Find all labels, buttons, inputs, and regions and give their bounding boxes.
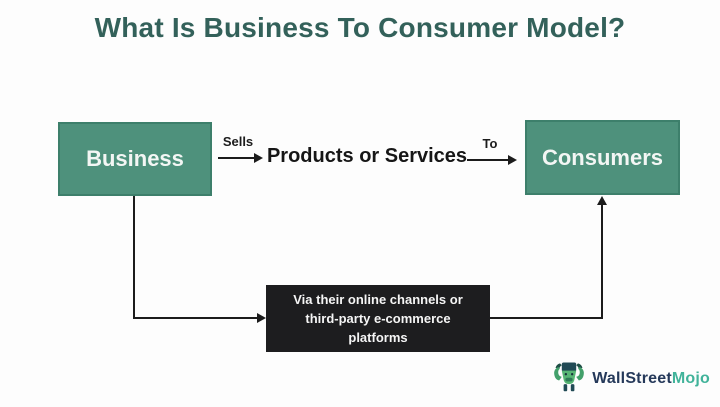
consumers-node-label: Consumers <box>541 144 664 170</box>
to-arrow-line <box>467 159 509 161</box>
channel-node-line3: platforms <box>348 330 408 345</box>
consumers-node: Consumers <box>525 120 680 195</box>
consumers-up-connector-line <box>601 204 603 319</box>
sells-arrow-label: Sells <box>222 134 254 149</box>
business-node-label: Business <box>86 146 184 171</box>
consumers-arrowhead-icon <box>597 196 607 205</box>
channel-arrowhead-icon <box>257 313 266 323</box>
sells-arrow-line <box>218 157 255 159</box>
wallstreetmojo-logo: WallStreetMojo <box>551 358 710 399</box>
brand-name-wallstreet: WallStreet <box>592 369 672 387</box>
brand-name: WallStreetMojo <box>592 370 710 388</box>
business-to-channel-connector-line <box>133 317 258 319</box>
to-arrow-label: To <box>482 136 498 151</box>
sells-arrowhead-icon <box>254 153 263 163</box>
business-node: Business <box>58 122 212 196</box>
bull-mascot-icon <box>551 358 587 399</box>
channel-node-line2: third-party e-commerce <box>305 311 451 326</box>
channel-to-consumers-connector-line <box>490 317 602 319</box>
channel-node: Via their online channels or third-party… <box>266 285 490 352</box>
products-or-services-label: Products or Services <box>266 145 468 167</box>
channel-node-line1: Via their online channels or <box>293 292 463 307</box>
brand-name-mojo: Mojo <box>671 369 710 387</box>
page-title: What Is Business To Consumer Model? <box>94 12 626 43</box>
to-arrowhead-icon <box>508 155 517 165</box>
business-down-connector-line <box>133 196 135 319</box>
